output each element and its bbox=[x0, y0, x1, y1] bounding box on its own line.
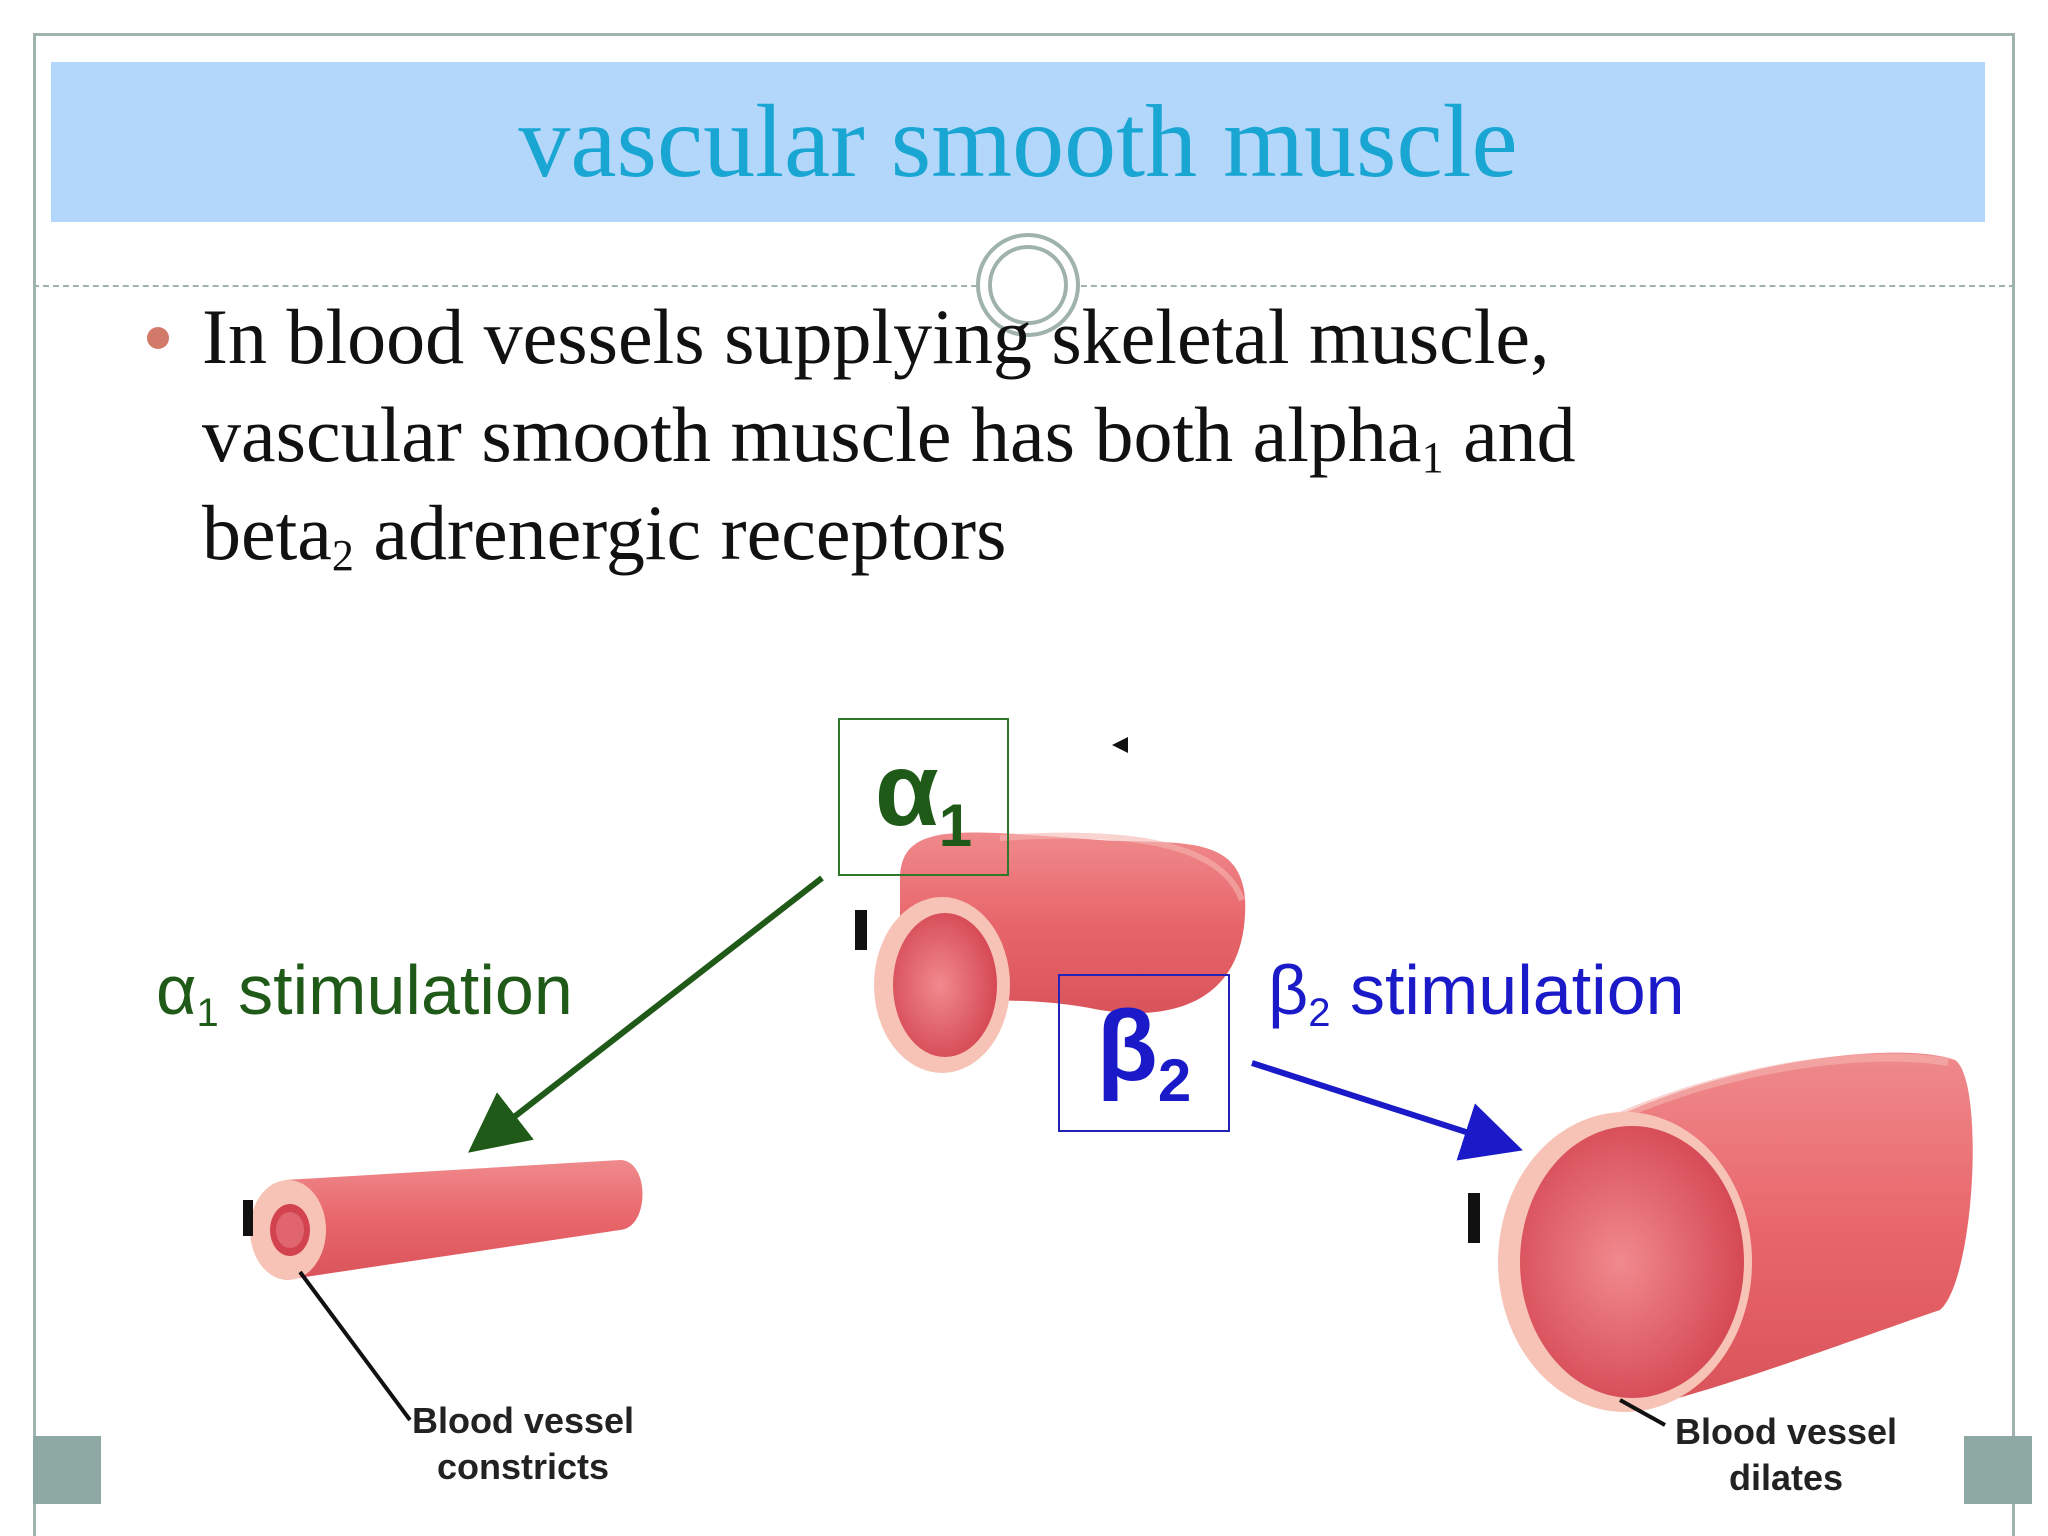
constricts-caption-line1: Blood vessel bbox=[411, 1400, 635, 1441]
bullet-line-2: vascular smooth muscle has both alpha1 a… bbox=[202, 386, 1902, 484]
beta-stimulation-label: β2 stimulation bbox=[1268, 950, 1685, 1033]
ring-ornament-icon bbox=[976, 233, 1080, 337]
beta-subscript: 2 bbox=[331, 531, 354, 580]
title-band bbox=[51, 62, 1985, 222]
beta-receptor-box: β2 bbox=[1058, 974, 1230, 1132]
center-vessel bbox=[855, 832, 1246, 1073]
corner-square-right bbox=[1964, 1436, 2032, 1504]
alpha-subscript: 1 bbox=[1421, 433, 1444, 482]
alpha-label-text: stimulation bbox=[218, 951, 573, 1029]
dilates-caption-line2: dilates bbox=[1728, 1457, 1844, 1498]
beta-arrow bbox=[1251, 1060, 1523, 1161]
beta-label-sub: 2 bbox=[1308, 991, 1331, 1035]
constricts-caption: Blood vessel constricts bbox=[363, 1398, 683, 1490]
bullet-line-3: beta2 adrenergic receptors bbox=[202, 484, 1902, 582]
slide-title: vascular smooth muscle bbox=[518, 84, 1518, 199]
bullet-text: In blood vessels supplying skeletal musc… bbox=[202, 288, 1902, 582]
alpha-receptor-box: α1 bbox=[838, 718, 1009, 876]
dilated-vessel bbox=[1468, 1052, 1973, 1427]
alpha-arrow bbox=[468, 875, 824, 1153]
alpha-label-symbol: α bbox=[156, 951, 197, 1029]
corner-square-left bbox=[33, 1436, 101, 1504]
bullet-line-3-main: beta bbox=[202, 489, 332, 576]
alpha-box-symbol: α bbox=[874, 732, 939, 848]
slide-frame bbox=[33, 33, 2015, 1536]
beta-label-text: stimulation bbox=[1330, 951, 1685, 1029]
constricted-vessel bbox=[243, 1160, 643, 1422]
bullet-line-2-main: vascular smooth muscle has both alpha bbox=[202, 391, 1422, 478]
pointer-triangle-icon bbox=[1112, 737, 1128, 753]
alpha-box-sub: 1 bbox=[938, 792, 973, 859]
beta-box-symbol: β bbox=[1096, 990, 1158, 1102]
bullet-line-1: In blood vessels supplying skeletal musc… bbox=[202, 293, 1550, 380]
alpha-label-sub: 1 bbox=[196, 991, 219, 1035]
dilates-caption-line1: Blood vessel bbox=[1674, 1411, 1898, 1452]
bullet-line-3-tail: adrenergic receptors bbox=[353, 489, 1007, 576]
alpha-stimulation-label: α1 stimulation bbox=[156, 950, 573, 1033]
constricts-caption-line2: constricts bbox=[436, 1446, 610, 1487]
bullet-line-2-tail: and bbox=[1443, 391, 1576, 478]
bullet-dot-icon bbox=[147, 327, 169, 349]
dilates-caption: Blood vessel dilates bbox=[1626, 1409, 1946, 1501]
beta-box-sub: 2 bbox=[1157, 1047, 1192, 1114]
beta-label-symbol: β bbox=[1268, 951, 1309, 1029]
